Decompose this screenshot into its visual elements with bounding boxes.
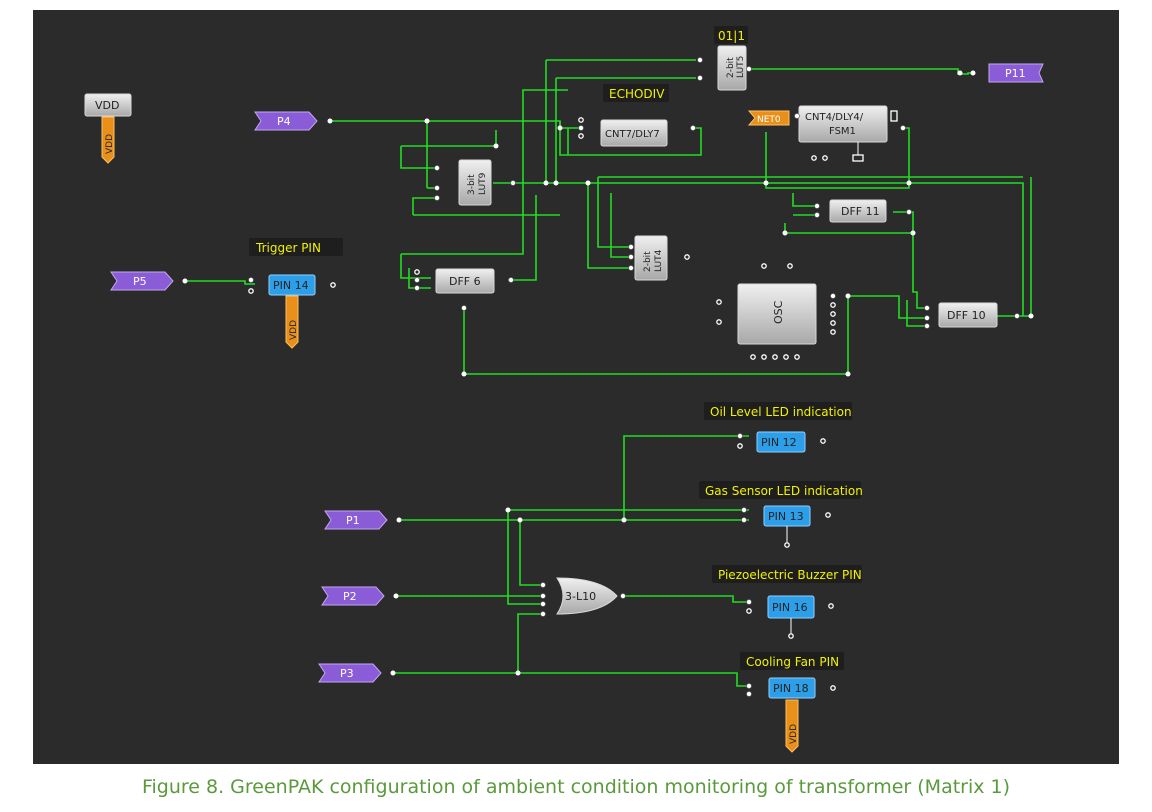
cnt7-block[interactable]: CNT7/DLY7 bbox=[578, 117, 696, 147]
svg-text:OSC: OSC bbox=[772, 300, 785, 324]
lut5-block[interactable]: 2-bit LUT5 bbox=[697, 45, 752, 91]
svg-text:NET0: NET0 bbox=[757, 115, 781, 125]
vdd-block[interactable]: VDD VDD bbox=[84, 93, 132, 164]
svg-text:LUT5: LUT5 bbox=[736, 56, 746, 78]
lut9-block[interactable]: 3-bit LUT9 bbox=[434, 159, 516, 206]
schematic-canvas[interactable]: 01|1 ECHODIV Trigger PIN Oil Level LED i… bbox=[33, 10, 1119, 764]
wire-or-out bbox=[623, 595, 747, 603]
port-p4[interactable]: P4 bbox=[254, 111, 333, 131]
pin18[interactable]: PIN 18 VDD bbox=[746, 677, 836, 753]
dff6-block[interactable]: DFF 6 bbox=[414, 268, 514, 311]
port-p3[interactable]: P3 bbox=[318, 663, 396, 683]
label-trigger-pin: Trigger PIN bbox=[255, 241, 321, 255]
label-oil-led: Oil Level LED indication bbox=[710, 405, 852, 419]
pin12[interactable]: PIN 12 bbox=[737, 431, 826, 453]
svg-text:DFF 6: DFF 6 bbox=[449, 275, 481, 288]
lut4-block[interactable]: 2-bit LUT4 bbox=[628, 235, 690, 281]
svg-text:PIN 14: PIN 14 bbox=[273, 279, 309, 292]
svg-text:FSM1: FSM1 bbox=[829, 126, 856, 137]
wire-lut9-out bbox=[493, 182, 1024, 316]
schematic-svg: 01|1 ECHODIV Trigger PIN Oil Level LED i… bbox=[84, 26, 1044, 753]
figure-caption: Figure 8. GreenPAK configuration of ambi… bbox=[141, 776, 1011, 798]
svg-text:DFF 11: DFF 11 bbox=[841, 205, 880, 218]
dff10-block[interactable]: DFF 10 bbox=[924, 302, 1020, 329]
cnt4-block[interactable]: CNT4/DLY4/ FSM1 bbox=[794, 105, 906, 162]
vdd-tag-1-label: VDD bbox=[105, 134, 115, 154]
port-p2[interactable]: P2 bbox=[321, 586, 399, 606]
vdd-tag-1 bbox=[101, 116, 115, 164]
wires bbox=[185, 59, 1032, 687]
svg-text:LUT4: LUT4 bbox=[654, 249, 664, 272]
wire-lut5-out bbox=[746, 68, 973, 75]
osc-block[interactable]: OSC bbox=[716, 263, 836, 360]
svg-text:CNT4/DLY4/: CNT4/DLY4/ bbox=[805, 112, 864, 123]
pin16[interactable]: PIN 16 bbox=[746, 595, 834, 639]
annotations: 01|1 ECHODIV Trigger PIN Oil Level LED i… bbox=[249, 26, 863, 670]
wire-p3 bbox=[393, 672, 747, 687]
svg-text:P5: P5 bbox=[133, 275, 147, 288]
svg-text:VDD: VDD bbox=[789, 724, 799, 744]
svg-text:P2: P2 bbox=[343, 590, 357, 603]
svg-text:PIN 13: PIN 13 bbox=[768, 510, 804, 523]
net0-tag[interactable]: NET0 bbox=[747, 110, 790, 126]
svg-text:VDD: VDD bbox=[289, 320, 299, 340]
port-p11[interactable]: P11 bbox=[970, 63, 1044, 83]
port-p1[interactable]: P1 bbox=[324, 510, 402, 530]
svg-text:2-bit: 2-bit bbox=[726, 57, 736, 78]
dff11-block[interactable]: DFF 11 bbox=[814, 199, 912, 223]
label-gas-led: Gas Sensor LED indication bbox=[705, 484, 863, 498]
label-lut5-value: 01|1 bbox=[718, 29, 745, 43]
or-gate-3l10[interactable]: 3-L10 bbox=[540, 577, 626, 617]
svg-text:P11: P11 bbox=[1005, 67, 1026, 80]
svg-text:PIN 16: PIN 16 bbox=[772, 601, 808, 614]
svg-text:P3: P3 bbox=[340, 667, 354, 680]
svg-text:CNT7/DLY7: CNT7/DLY7 bbox=[605, 129, 660, 140]
svg-text:3-bit: 3-bit bbox=[467, 174, 477, 195]
svg-text:P4: P4 bbox=[277, 115, 291, 128]
svg-text:3-L10: 3-L10 bbox=[565, 590, 596, 603]
pin13[interactable]: PIN 13 bbox=[741, 505, 831, 548]
svg-text:P1: P1 bbox=[346, 514, 360, 527]
svg-text:PIN 18: PIN 18 bbox=[773, 682, 809, 695]
wire-p4 bbox=[330, 120, 581, 129]
svg-text:DFF 10: DFF 10 bbox=[947, 309, 986, 322]
svg-text:LUT9: LUT9 bbox=[478, 172, 488, 195]
svg-text:PIN 12: PIN 12 bbox=[761, 436, 797, 449]
wire-p5 bbox=[185, 280, 255, 285]
junctions bbox=[424, 70, 1034, 676]
label-buzzer: Piezoelectric Buzzer PIN bbox=[718, 568, 862, 582]
label-fan: Cooling Fan PIN bbox=[746, 655, 839, 669]
label-echodiv: ECHODIV bbox=[609, 87, 665, 101]
port-p5[interactable]: P5 bbox=[110, 271, 188, 291]
pin14[interactable]: PIN 14 VDD bbox=[248, 274, 336, 349]
svg-text:2-bit: 2-bit bbox=[643, 251, 653, 272]
vdd-block-label: VDD bbox=[95, 99, 119, 112]
